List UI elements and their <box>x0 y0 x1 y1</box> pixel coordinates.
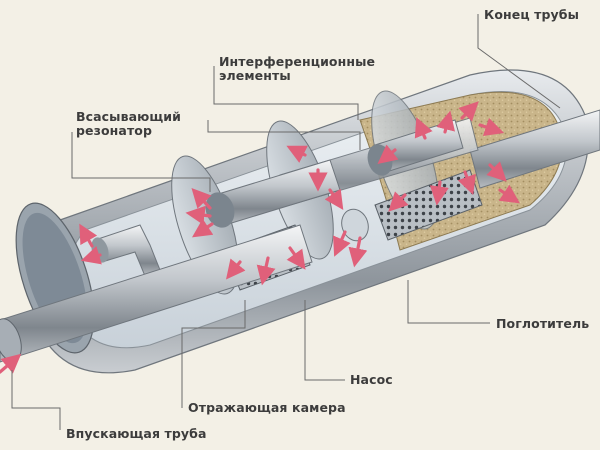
label-interference-elements: Интерференционные элементы <box>219 55 375 83</box>
label-pipe-end: Конец трубы <box>484 7 580 22</box>
label-interference-line1: Интерференционные <box>219 54 376 69</box>
label-interference-line2: элементы <box>219 68 291 83</box>
label-intake-resonator-line2: резонатор <box>76 123 153 138</box>
label-reflecting-chamber: Отражающая камера <box>188 400 346 415</box>
label-absorber: Поглотитель <box>496 316 590 331</box>
label-intake-resonator-line1: Всасывающий <box>76 109 182 124</box>
label-pump: Насос <box>350 372 393 387</box>
label-inlet-pipe: Впускающая труба <box>66 426 207 441</box>
flow-arrows <box>0 101 520 374</box>
leader-lines <box>11 14 561 430</box>
label-intake-resonator: Всасывающий резонатор <box>76 110 181 138</box>
